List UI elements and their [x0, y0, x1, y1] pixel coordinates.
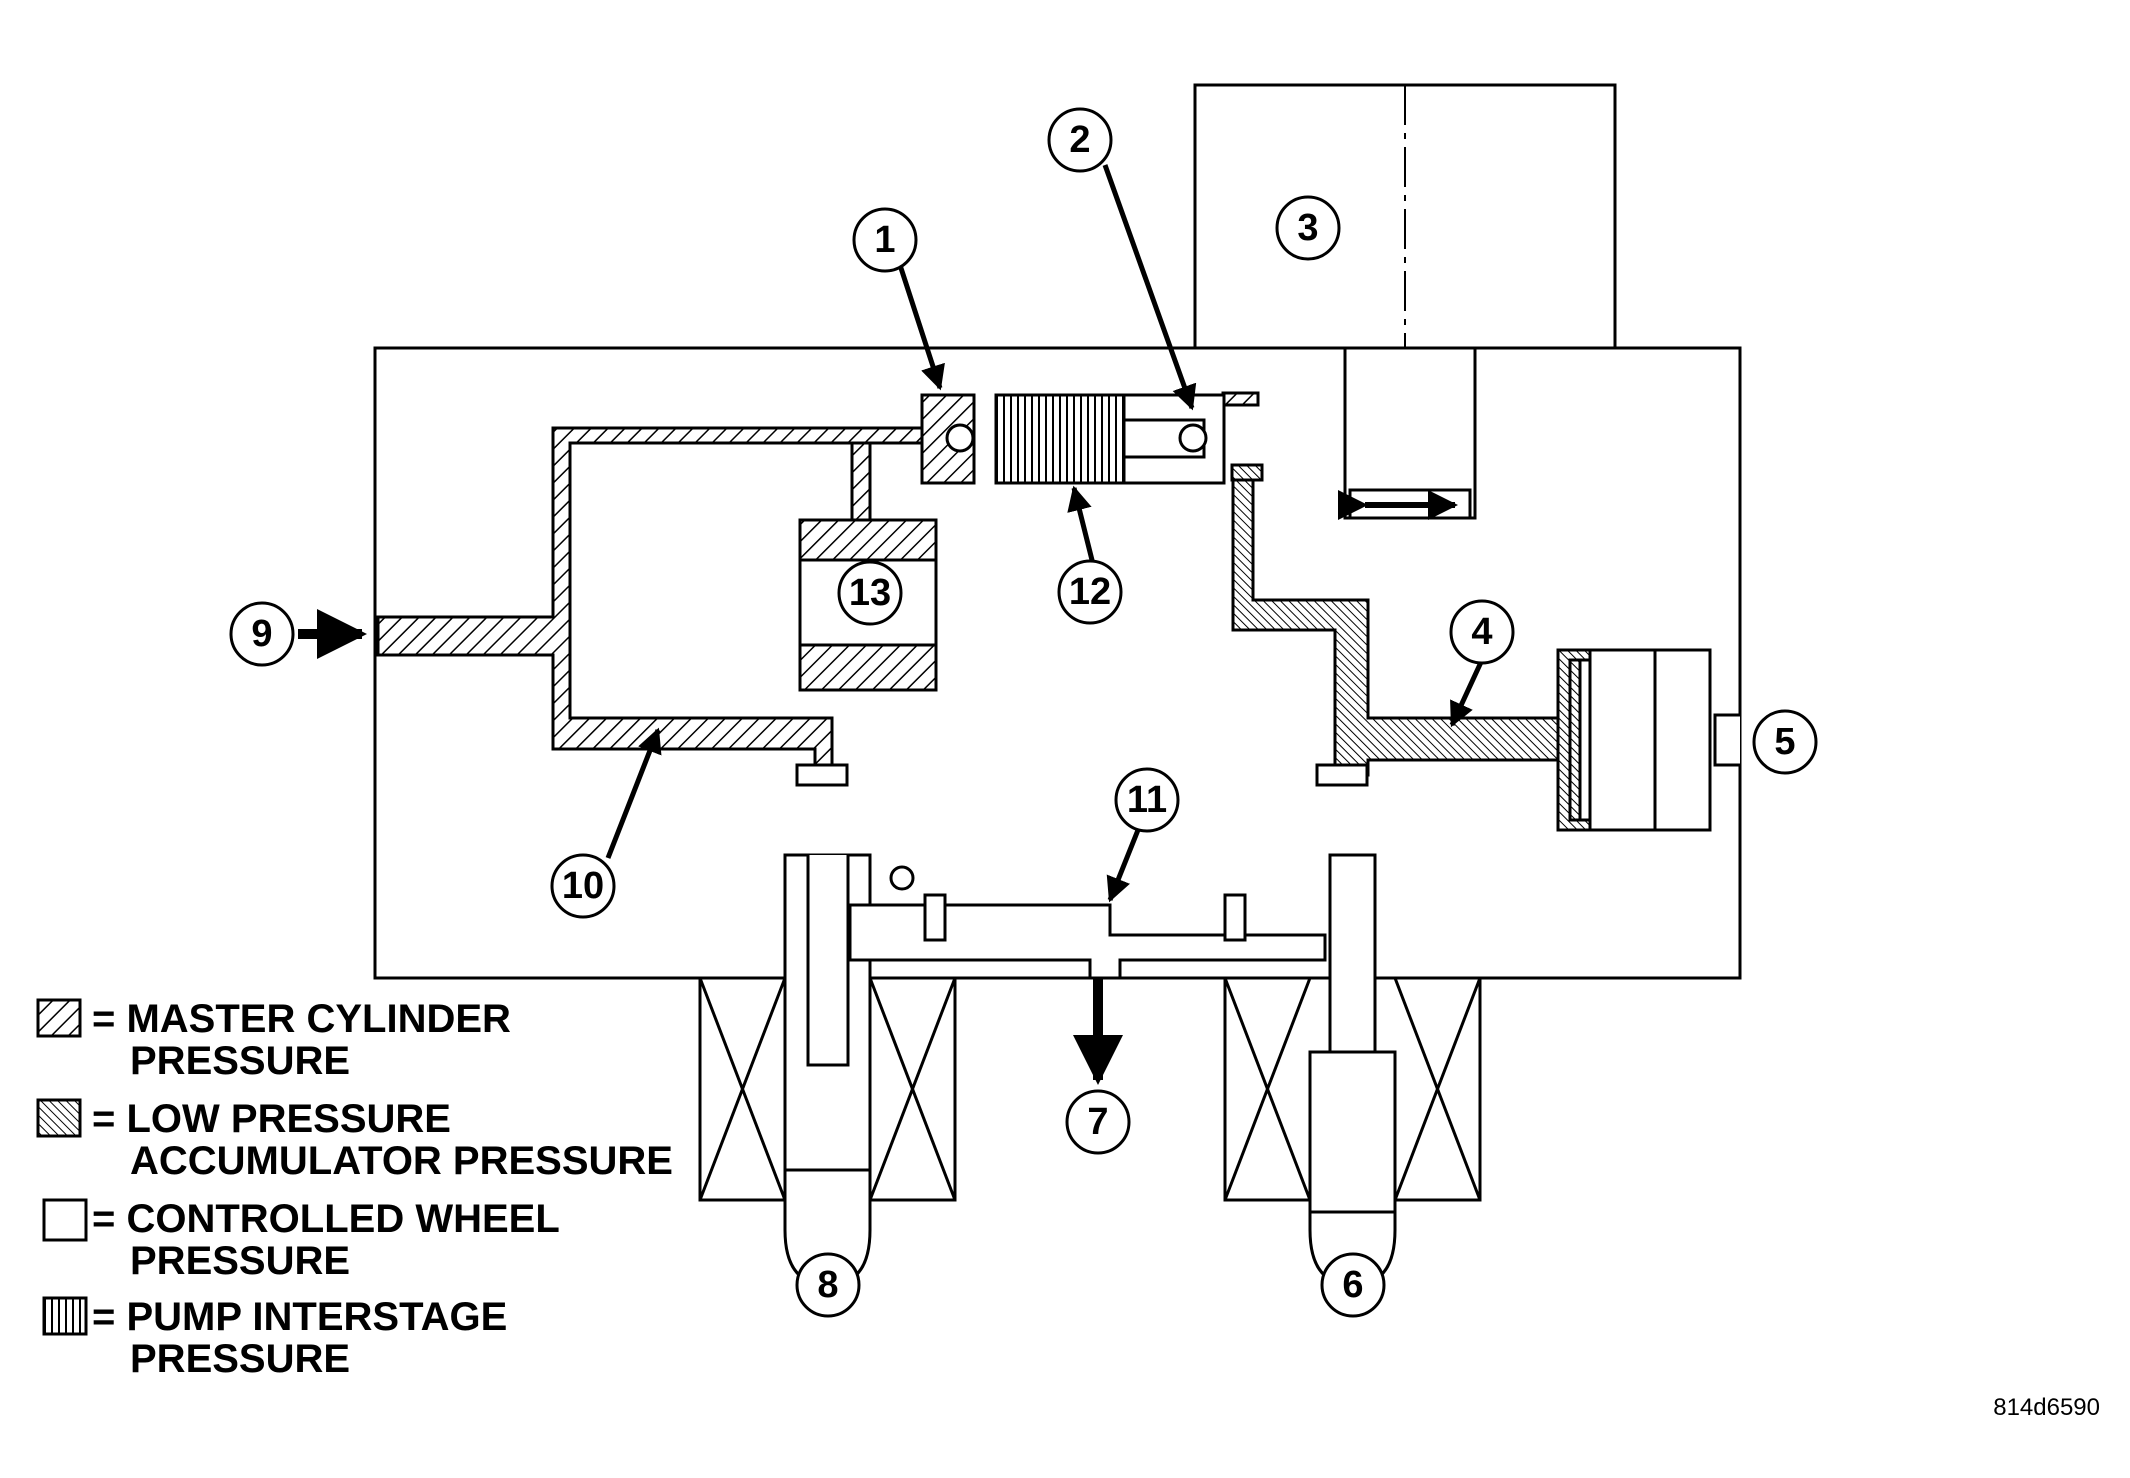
legend-pump-line1: = PUMP INTERSTAGE	[92, 1295, 507, 1339]
callout-3: 3	[1297, 207, 1318, 249]
callout-2: 2	[1069, 119, 1090, 161]
callout-7: 7	[1087, 1101, 1108, 1143]
legend-low-line1: = LOW PRESSURE	[92, 1097, 451, 1141]
callout-13: 13	[849, 572, 891, 614]
callout-10: 10	[562, 865, 604, 907]
low-pressure-accumulator	[1588, 648, 1712, 832]
callout-9: 9	[251, 613, 272, 655]
legend-wheel-line2: PRESSURE	[130, 1239, 350, 1283]
low-pressure-passages	[1230, 463, 1592, 832]
callout-12: 12	[1069, 571, 1111, 613]
check-ball-2	[1178, 423, 1208, 453]
isolation-valve-8	[698, 853, 957, 1287]
callout-11: 11	[1127, 779, 1167, 821]
wheel-passage	[795, 763, 1369, 980]
legend-master-line2: PRESSURE	[130, 1039, 350, 1083]
legend-low-line2: ACCUMULATOR PRESSURE	[130, 1139, 673, 1183]
legend: = MASTER CYLINDER PRESSURE = LOW PRESSUR…	[36, 997, 673, 1381]
check-ball-lower	[889, 865, 915, 891]
legend-master-line1: = MASTER CYLINDER	[92, 997, 511, 1041]
callout-4: 4	[1471, 611, 1492, 653]
legend-swatch-wheel	[42, 1198, 88, 1242]
callout-1: 1	[874, 219, 895, 261]
port-5-notch	[1713, 713, 1740, 767]
legend-pump-line2: PRESSURE	[130, 1337, 350, 1381]
callout-8: 8	[817, 1264, 838, 1306]
dump-valve-6	[1223, 853, 1482, 1287]
check-ball-1	[945, 423, 975, 453]
valve-13	[798, 518, 938, 692]
legend-swatch-pump	[42, 1296, 88, 1336]
legend-swatch-master	[36, 998, 82, 1038]
legend-wheel-line1: = CONTROLLED WHEEL	[92, 1197, 560, 1241]
figure-id: 814d6590	[1993, 1394, 2100, 1421]
hcu-housing	[373, 346, 1742, 980]
callout-6: 6	[1342, 1264, 1363, 1306]
callout-5: 5	[1774, 721, 1795, 763]
pump-piston	[1343, 346, 1477, 520]
legend-swatch-low	[36, 1098, 82, 1138]
